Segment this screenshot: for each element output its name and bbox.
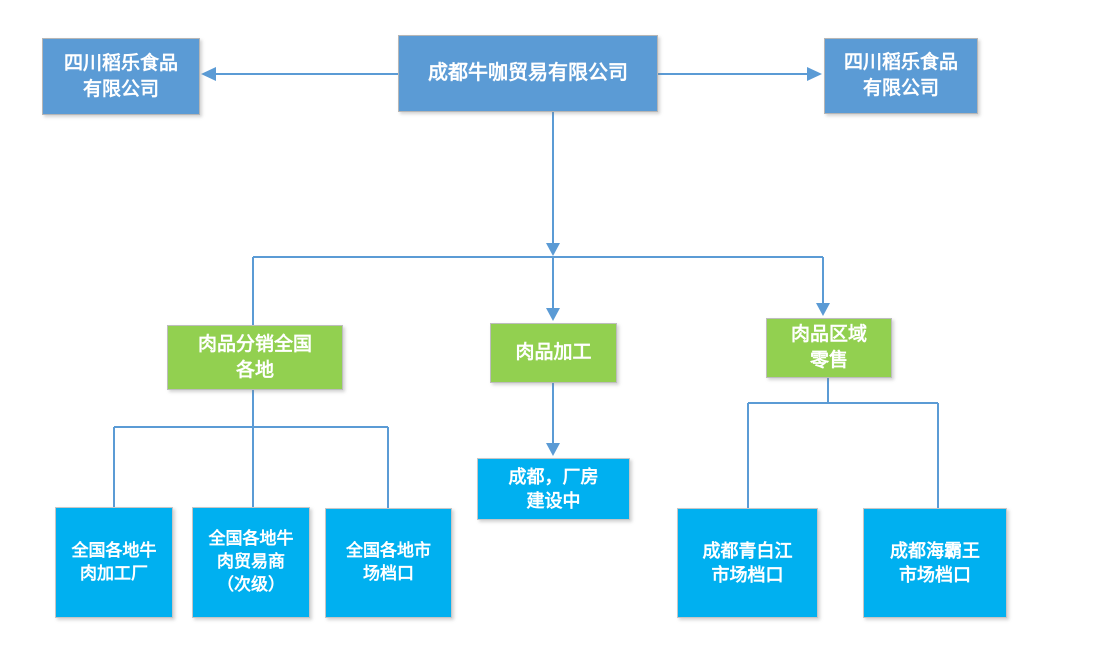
- node-leaf-qingbaijiang: 成都青白江 市场档口: [677, 508, 818, 618]
- node-root-company: 成都牛咖贸易有限公司: [398, 35, 658, 112]
- node-division-distribution-label: 肉品分销全国 各地: [197, 333, 312, 381]
- node-leaf-chengdu-plant-label: 成都，厂房 建设中: [508, 466, 599, 511]
- node-root-company-label: 成都牛咖贸易有限公司: [428, 62, 628, 84]
- edge-bus-processing-arrowhead: [546, 308, 560, 321]
- node-leaf-haibawang: 成都海霸王 市场档口: [863, 508, 1007, 618]
- node-supplier-right: 四川稻乐食品 有限公司: [824, 38, 978, 114]
- node-leaf-haibawang-label: 成都海霸王 市场档口: [890, 540, 980, 585]
- edge-root-supplier-right-arrowhead: [807, 67, 822, 81]
- node-supplier-left-label: 四川稻乐食品 有限公司: [63, 52, 178, 100]
- edge-root-supplier-left-arrowhead: [201, 67, 216, 81]
- node-leaf-meat-factories: 全国各地牛 肉加工厂: [55, 507, 173, 618]
- node-leaf-market-stalls: 全国各地市 场档口: [325, 508, 452, 618]
- node-division-distribution: 肉品分销全国 各地: [167, 325, 343, 390]
- node-leaf-qingbaijiang-label: 成都青白江 市场档口: [702, 540, 793, 585]
- node-leaf-chengdu-plant: 成都，厂房 建设中: [477, 458, 630, 520]
- node-division-processing-label: 肉品加工: [515, 342, 592, 364]
- node-leaf-meat-traders: 全国各地牛 肉贸易商 （次级）: [192, 507, 310, 618]
- node-leaf-market-stalls-label: 全国各地市 场档口: [346, 541, 431, 583]
- node-supplier-left: 四川稻乐食品 有限公司: [42, 38, 200, 115]
- edge-processing-plant-arrowhead: [546, 443, 560, 456]
- edge-root-down-arrowhead: [546, 243, 560, 256]
- node-division-retail-label: 肉品区域 零售: [790, 324, 867, 371]
- node-division-retail: 肉品区域 零售: [766, 318, 892, 378]
- node-leaf-meat-factories-label: 全国各地牛 肉加工厂: [71, 540, 157, 583]
- node-leaf-meat-traders-label: 全国各地牛 肉贸易商 （次级）: [208, 529, 294, 594]
- node-supplier-right-label: 四川稻乐食品 有限公司: [843, 52, 958, 99]
- node-division-processing: 肉品加工: [490, 323, 617, 383]
- edge-bus-retail-arrowhead: [816, 303, 830, 316]
